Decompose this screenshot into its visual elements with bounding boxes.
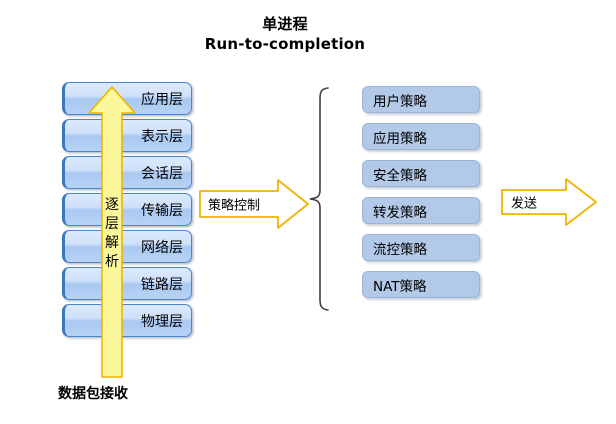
send-arrow: 发送	[500, 176, 598, 228]
osi-layer-label: 会话层	[141, 165, 183, 182]
osi-layer-box-session[interactable]: 会话层	[62, 156, 192, 189]
osi-layer-label: 表示层	[141, 128, 183, 145]
decode-arrow-char-3: 解	[105, 235, 119, 251]
osi-layer-label: 链路层	[141, 276, 183, 293]
left-curly-brace	[308, 86, 332, 312]
send-arrow-label: 发送	[511, 196, 538, 212]
policy-item-label: NAT策略	[373, 278, 427, 295]
policy-item-security[interactable]: 安全策略	[362, 160, 480, 187]
decode-arrow-char-4: 析	[105, 254, 119, 270]
osi-layer-label: 网络层	[141, 239, 183, 256]
page-title: 单进程 Run-to-completion	[180, 14, 390, 55]
policy-item-user[interactable]: 用户策略	[362, 86, 480, 113]
decode-arrow-label: 逐 层 解 析	[86, 196, 138, 272]
policy-item-label: 流控策略	[373, 241, 427, 258]
policy-control-arrow-icon	[199, 179, 309, 229]
send-arrow-icon	[501, 178, 597, 226]
decode-arrow-char-1: 逐	[105, 197, 119, 213]
decode-up-arrow-icon	[88, 86, 136, 378]
policy-control-arrow-label: 策略控制	[208, 198, 261, 214]
osi-layer-box-datalink[interactable]: 链路层	[62, 267, 192, 300]
policy-item-label: 应用策略	[373, 130, 427, 147]
left-curly-brace-icon	[309, 87, 329, 311]
osi-layer-stack: 应用层 表示层 会话层 传输层 网络层 链路层 物理层	[62, 82, 194, 340]
policy-item-label: 转发策略	[373, 204, 427, 221]
policy-item-flow-control[interactable]: 流控策略	[362, 234, 480, 261]
page-title-line-1: 单进程	[262, 15, 308, 33]
packet-receive-caption: 数据包接收	[58, 386, 128, 402]
osi-layer-box-presentation[interactable]: 表示层	[62, 119, 192, 152]
policy-item-label: 安全策略	[373, 167, 427, 184]
policy-item-application[interactable]: 应用策略	[362, 123, 480, 150]
policy-item-nat[interactable]: NAT策略	[362, 271, 480, 298]
osi-layer-label: 传输层	[141, 202, 183, 219]
page-title-line-2: Run-to-completion	[204, 35, 366, 54]
osi-layer-box-physical[interactable]: 物理层	[62, 304, 192, 337]
osi-layer-label: 物理层	[141, 313, 183, 330]
decode-arrow-char-2: 层	[105, 216, 119, 232]
policy-control-arrow: 策略控制	[198, 178, 310, 230]
policy-item-forwarding[interactable]: 转发策略	[362, 197, 480, 224]
osi-layer-box-transport[interactable]: 传输层	[62, 193, 192, 226]
policy-item-label: 用户策略	[373, 93, 427, 110]
policy-list: 用户策略 应用策略 安全策略 转发策略 流控策略 NAT策略	[362, 86, 484, 310]
osi-layer-label: 应用层	[141, 91, 183, 108]
osi-layer-box-network[interactable]: 网络层	[62, 230, 192, 263]
decode-up-arrow: 逐 层 解 析	[86, 84, 138, 380]
